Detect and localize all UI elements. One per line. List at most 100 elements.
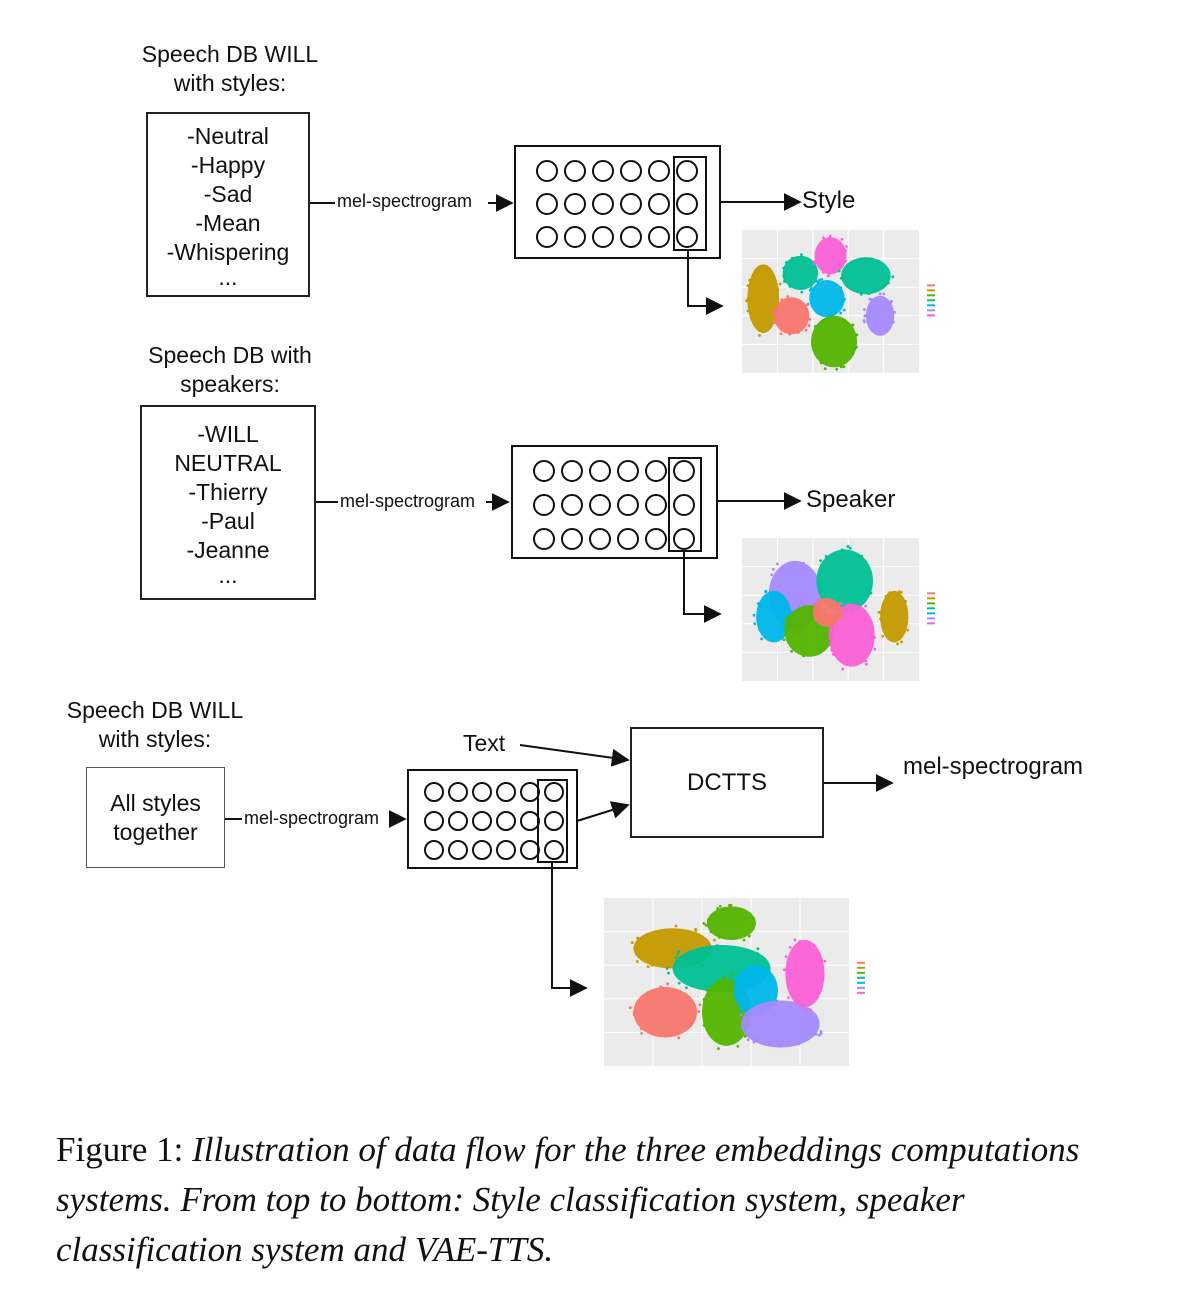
neuron-node — [564, 160, 586, 182]
scatter-point — [702, 1023, 706, 1027]
scatter-point — [868, 297, 872, 301]
list-item: -Mean — [195, 210, 261, 236]
legend-swatch — [857, 971, 865, 974]
scatter-point — [842, 549, 845, 552]
legend-swatch — [927, 294, 935, 297]
scatter-point — [717, 935, 721, 939]
scatter-point — [719, 979, 723, 983]
scatter-point — [751, 1037, 755, 1040]
panel1-embedding-column — [673, 156, 707, 251]
scatter-point — [839, 311, 843, 315]
neuron-node — [544, 811, 564, 831]
scatter-point — [839, 286, 842, 290]
scatter-point — [848, 546, 852, 550]
scatter-point — [784, 261, 788, 264]
panel1-title-line2: with styles: — [173, 70, 287, 96]
scatter-point — [734, 976, 737, 980]
list-item: -Happy — [190, 152, 266, 178]
scatter-point — [676, 959, 680, 963]
neuron-node — [533, 460, 555, 482]
list-item: -Paul — [201, 508, 255, 534]
scatter-point — [823, 959, 827, 963]
scatter-point — [817, 1033, 821, 1037]
scatter-point — [803, 605, 807, 608]
neuron-node — [592, 193, 614, 215]
scatter-point — [795, 999, 798, 1003]
neuron-node — [561, 460, 583, 482]
panel1-output-label: Style — [802, 187, 856, 214]
list-item: -Whispering — [166, 239, 290, 265]
scatter-point — [778, 282, 782, 286]
neuron-node — [620, 226, 642, 248]
scatter-point — [768, 325, 772, 329]
scatter-point — [818, 278, 821, 282]
scatter-point — [902, 630, 906, 634]
scatter-point — [706, 989, 709, 992]
neuron-node — [648, 226, 670, 248]
panel3-mel-label: mel-spectrogram — [242, 808, 382, 828]
scatter-point — [823, 367, 827, 371]
scatter-point — [848, 262, 852, 266]
scatter-point — [804, 328, 808, 332]
scatter-point — [863, 307, 866, 311]
cluster-blob — [633, 987, 698, 1038]
scatter-point — [873, 647, 877, 651]
scatter-point — [814, 1032, 818, 1036]
neuron-node — [424, 782, 444, 802]
scatter-point — [845, 662, 849, 665]
scatter-point — [757, 965, 761, 969]
panel1-title: Speech DB WILL with styles: — [100, 40, 360, 98]
scatter-point — [804, 1008, 807, 1011]
scatter-point — [702, 998, 706, 1002]
scatter-point — [729, 903, 733, 907]
scatter-point — [676, 1032, 680, 1036]
scatter-point — [809, 1008, 812, 1012]
neuron-node — [424, 840, 444, 860]
panel3-embed-arrow — [551, 862, 588, 997]
scatter-point — [706, 918, 710, 922]
neuron-node — [673, 494, 695, 516]
scatter-point — [637, 953, 640, 957]
scatter-point — [855, 333, 859, 337]
legend-swatch — [927, 617, 935, 620]
scatter-point — [783, 276, 787, 280]
panel1-style-list: -Neutral -Happy -Sad -Mean -Whispering .… — [146, 112, 310, 297]
scatter-point — [865, 662, 868, 666]
scatter-point — [716, 907, 720, 910]
neuron-node — [676, 226, 698, 248]
scatter-point — [813, 325, 817, 328]
scatter-point — [878, 292, 882, 296]
scatter-point — [754, 268, 758, 272]
scatter-point — [677, 1036, 681, 1040]
scatter-point — [824, 361, 828, 365]
scatter-point — [887, 281, 890, 285]
neuron-node — [533, 528, 555, 550]
cluster-blob — [809, 280, 845, 318]
neuron-node — [520, 782, 540, 802]
scatter-point — [753, 622, 757, 626]
scatter-point — [846, 603, 850, 607]
panel2-speaker-list: -WILL NEUTRAL -Thierry -Paul -Jeanne ... — [140, 405, 316, 600]
scatter-point — [715, 944, 719, 947]
scatter-point — [844, 259, 848, 263]
scatter-point — [702, 922, 706, 925]
scatter-point — [855, 345, 858, 349]
scatter-point — [722, 906, 726, 910]
scatter-point — [845, 245, 848, 248]
scatter-point — [640, 1031, 644, 1035]
scatter-point — [841, 274, 845, 278]
scatter-point — [808, 317, 812, 321]
scatter-point — [851, 323, 855, 327]
scatter-point — [839, 365, 843, 369]
scatter-point — [776, 562, 779, 566]
neuron-node — [676, 160, 698, 182]
caption-text: Illustration of data flow for the three … — [56, 1130, 1080, 1269]
neuron-node — [645, 528, 667, 550]
scatter-point — [790, 256, 794, 260]
scatter-point — [635, 945, 639, 949]
scatter-point — [767, 1042, 771, 1046]
scatter-point — [635, 960, 639, 963]
scatter-point — [875, 288, 879, 292]
scatter-point — [870, 298, 874, 301]
scatter-point — [819, 361, 823, 365]
